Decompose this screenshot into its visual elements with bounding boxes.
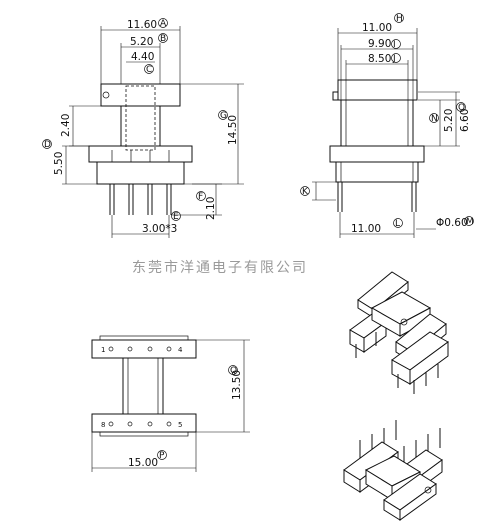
isometric-view-top [349,271,449,394]
dim-side-b: 8.50 [368,53,391,65]
tag-core: C [146,65,152,75]
tag-flange: D [44,140,51,150]
tag-pin-dia: M [466,217,474,227]
bottom-view: 1 4 8 5 13.50 Q 15.00 P [91,335,250,472]
tag-side-d: O [458,103,465,113]
dim-window: 5.20 [130,36,153,48]
tag-bottom-width: P [159,451,165,461]
company-name: 东莞市洋通电子有限公司 [132,259,308,276]
dim-side-top: 11.00 [362,22,392,34]
dim-pin-dia: Φ0.60 [436,217,468,229]
dim-bottom-height: 13.50 [231,370,243,400]
tag-side-a: I [393,40,396,50]
tag-side-b: J [392,54,396,64]
dim-pitch: 3.00*3 [142,223,177,235]
tag-bottom-height: Q [230,366,237,376]
dim-core: 4.40 [131,51,154,63]
dim-side-a: 9.90 [368,38,391,50]
dim-base: 5.50 [53,152,65,175]
tag-side-c: N [431,114,438,124]
dim-side-c: 5.20 [443,109,455,132]
tag-pin-length: F [198,192,203,202]
pin-label-1: 1 [101,346,105,354]
tag-window: B [160,34,166,44]
pin-label-5: 5 [178,421,182,429]
dim-flange: 2.40 [60,114,72,137]
isometric-view-bottom [343,420,443,521]
front-view: 11.60 A 5.20 B 4.40 C [42,18,244,238]
tag-side-top: H [396,14,403,24]
dim-bottom-width: 15.00 [128,457,158,469]
dim-side-bottom: 11.00 [351,223,381,235]
tag-k: K [302,187,309,197]
tag-width: A [160,19,167,29]
dim-side-d: 6.60 [459,109,471,132]
tag-height: G [220,111,227,121]
pin-label-8: 8 [101,421,105,429]
dim-height: 14.50 [227,115,239,145]
side-view: 11.00 H 9.90 I 8.50 J [300,13,474,238]
dim-width: 11.60 [127,19,157,31]
pin-label-4: 4 [178,346,183,354]
dim-pin-length: 2.10 [205,197,217,220]
tag-pitch: E [173,212,179,222]
tag-side-bottom: L [395,219,400,229]
